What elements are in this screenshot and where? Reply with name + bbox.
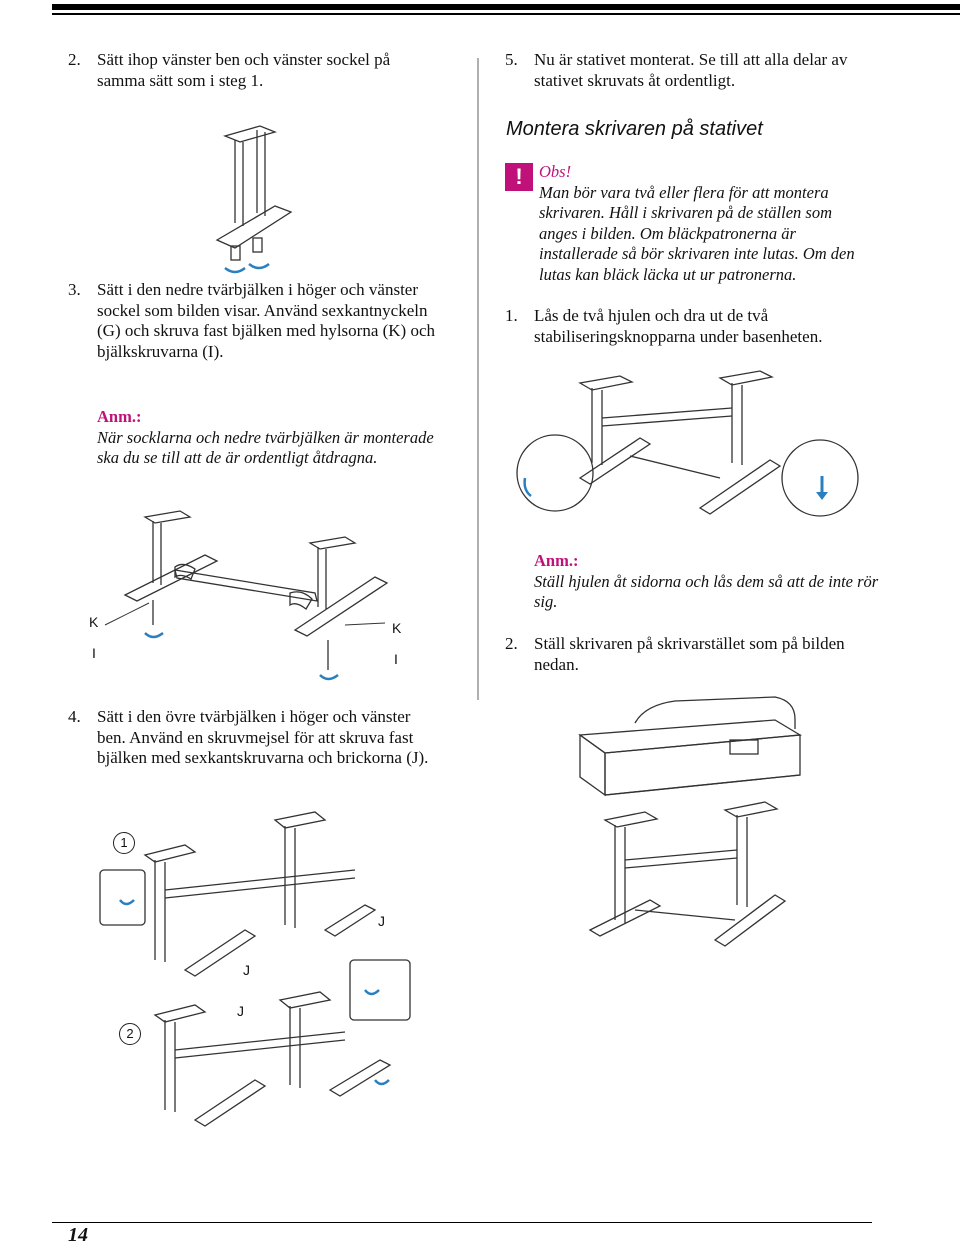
figure-stand-wheels bbox=[510, 368, 860, 528]
footer-rule bbox=[52, 1222, 872, 1223]
step-2-right: 2. Ställ skrivaren på skrivarstället som… bbox=[505, 634, 885, 675]
step-text: Sätt ihop vänster ben och vänster sockel… bbox=[97, 50, 391, 90]
step-marker-1: 1 bbox=[113, 832, 135, 854]
step-3-left: 3. Sätt i den nedre tvärbjälken i höger … bbox=[68, 280, 438, 362]
callout-k-left: K bbox=[89, 614, 99, 630]
step-number: 3. bbox=[68, 280, 81, 299]
step-number: 2. bbox=[505, 634, 518, 653]
note-label: Anm.: bbox=[534, 551, 579, 570]
figure-upper-beam bbox=[95, 810, 425, 1180]
header-rule-thin bbox=[52, 13, 960, 15]
warning-icon: ! bbox=[505, 163, 533, 191]
step-number: 1. bbox=[505, 306, 518, 325]
callout-i-right: I bbox=[394, 651, 398, 667]
header-rule-thick bbox=[52, 4, 960, 10]
step-number: 4. bbox=[68, 707, 81, 726]
step-text: Ställ skrivaren på skrivarstället som på… bbox=[534, 634, 845, 674]
figure-printer-on-stand bbox=[575, 695, 815, 965]
note-label: Anm.: bbox=[97, 407, 142, 426]
obs-caution: Obs! Man bör vara två eller flera för at… bbox=[539, 162, 869, 285]
note-text: När socklarna och nedre tvärbjälken är m… bbox=[97, 427, 434, 468]
step-1-right: 1. Lås de två hjulen och dra ut de två s… bbox=[505, 306, 885, 347]
callout-j-2: J bbox=[243, 962, 250, 978]
step-number: 5. bbox=[505, 50, 518, 69]
obs-label: Obs! bbox=[539, 162, 572, 181]
page-number: 14 bbox=[68, 1224, 88, 1246]
rotate-arrow-icon bbox=[224, 266, 246, 274]
step-number: 2. bbox=[68, 50, 81, 69]
callout-i-left: I bbox=[92, 645, 96, 661]
callout-j-1: J bbox=[378, 913, 385, 929]
step-text: Nu är stativet monterat. Se till att all… bbox=[534, 50, 848, 90]
note-2: Anm.: Ställ hjulen åt sidorna och lås de… bbox=[534, 551, 884, 613]
step-5-right: 5. Nu är stativet monterat. Se till att … bbox=[505, 50, 885, 91]
figure-leg-assembly bbox=[205, 118, 315, 288]
step-2-left: 2. Sätt ihop vänster ben och vänster soc… bbox=[68, 50, 438, 91]
note-text: Ställ hjulen åt sidorna och lås dem så a… bbox=[534, 571, 879, 612]
obs-text: Man bör vara två eller flera för att mon… bbox=[539, 182, 855, 284]
callout-k-right: K bbox=[392, 620, 402, 636]
step-text: Sätt i den nedre tvärbjälken i höger och… bbox=[97, 280, 436, 361]
column-divider bbox=[477, 58, 479, 700]
step-text: Sätt i den övre tvärbjälken i höger och … bbox=[97, 707, 429, 767]
note-1: Anm.: När socklarna och nedre tvärbjälke… bbox=[97, 407, 457, 469]
section-heading: Montera skrivaren på stativet bbox=[506, 118, 763, 140]
callout-j-3: J bbox=[237, 1003, 244, 1019]
step-4-left: 4. Sätt i den övre tvärbjälken i höger o… bbox=[68, 707, 438, 769]
figure-lower-beam bbox=[85, 505, 415, 685]
step-text: Lås de två hjulen och dra ut de två stab… bbox=[534, 306, 823, 346]
step-marker-2: 2 bbox=[119, 1023, 141, 1045]
